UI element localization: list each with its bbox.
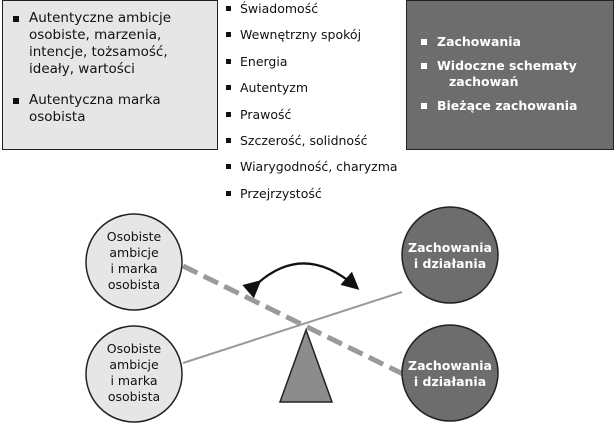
list-item-label: Autentyczne ambicje osobiste, marzenia, … [29,10,172,77]
list-item: Szczerość, solidność [226,133,401,159]
list-item-label-continuation: zachowań [449,74,519,89]
square-bullet-icon [13,16,19,22]
list-item-label: Autentyzm [240,80,309,96]
list-item-label: Przejrzystość [240,185,322,201]
list-item: Energia [226,54,401,80]
list-item-label: Zachowania [437,34,521,49]
square-bullet-icon [421,103,427,109]
curved-double-arrow-icon [242,262,360,299]
list-item: Autentyczna marka osobista [13,92,213,126]
tilted-beam-line [181,263,407,378]
top-right-circle-line: i działania [414,256,486,271]
top-left-circle-line: osobista [108,277,160,292]
list-item: Prawość [226,107,401,133]
list-item-label: Wewnętrzny spokój [240,27,362,43]
list-item: Autentyzm [226,80,401,106]
bottom-left-circle-line: i marka [110,373,157,388]
list-item: Przejrzystość [226,186,401,212]
bottom-right-circle [401,324,499,422]
top-left-circle [85,213,183,311]
square-bullet-icon [226,58,231,64]
bottom-right-circle-line: Zachowania [408,358,492,373]
list-item: Wiarygodność, charyzma [226,159,401,185]
bottom-left-circle-line: Osobiste [107,341,162,356]
square-bullet-icon [226,111,231,117]
list-item: Bieżące zachowania [421,98,611,114]
top-left-circle-line: ambicje [109,245,159,260]
square-bullet-icon [226,164,231,170]
qualities-list: Świadomość Wewnętrzny spokój Energia Aut… [226,1,401,212]
list-item: Zachowania [421,34,611,50]
list-item: Wewnętrzny spokój [226,27,401,53]
list-item-label: Szczerość, solidność [240,132,368,148]
list-item-label: Wiarygodność, charyzma [240,159,398,175]
bottom-left-circle-line: osobista [108,389,160,404]
list-item-label: Autentyczna marka osobista [29,92,161,125]
list-item-label: Widoczne schematy [437,58,577,73]
list-item: Świadomość [226,1,401,27]
square-bullet-icon [421,63,427,69]
bottom-left-circle [85,325,183,423]
square-bullet-icon [13,98,19,104]
list-item: Autentyczne ambicje osobiste, marzenia, … [13,10,213,78]
personal-ambitions-list: Autentyczne ambicje osobiste, marzenia, … [13,10,213,140]
list-item-label: Świadomość [240,1,319,16]
square-bullet-icon [226,137,231,143]
fulcrum-triangle [278,327,334,403]
list-item-label: Energia [240,53,288,69]
balanced-beam-line [182,291,403,364]
bottom-left-circle-line: ambicje [109,357,159,372]
list-item-label: Prawość [240,106,292,122]
square-bullet-icon [226,32,231,38]
square-bullet-icon [226,6,231,11]
bottom-right-circle-line: i działania [414,374,486,389]
top-left-circle-line: Osobiste [107,229,162,244]
square-bullet-icon [226,85,231,91]
square-bullet-icon [226,190,231,196]
top-right-circle-line: Zachowania [408,240,492,255]
top-right-circle [401,206,499,304]
personal-ambitions-box: Autentyczne ambicje osobiste, marzenia, … [2,0,218,150]
square-bullet-icon [421,39,427,45]
top-left-circle-line: i marka [110,261,157,276]
list-item-label: Bieżące zachowania [437,98,578,113]
